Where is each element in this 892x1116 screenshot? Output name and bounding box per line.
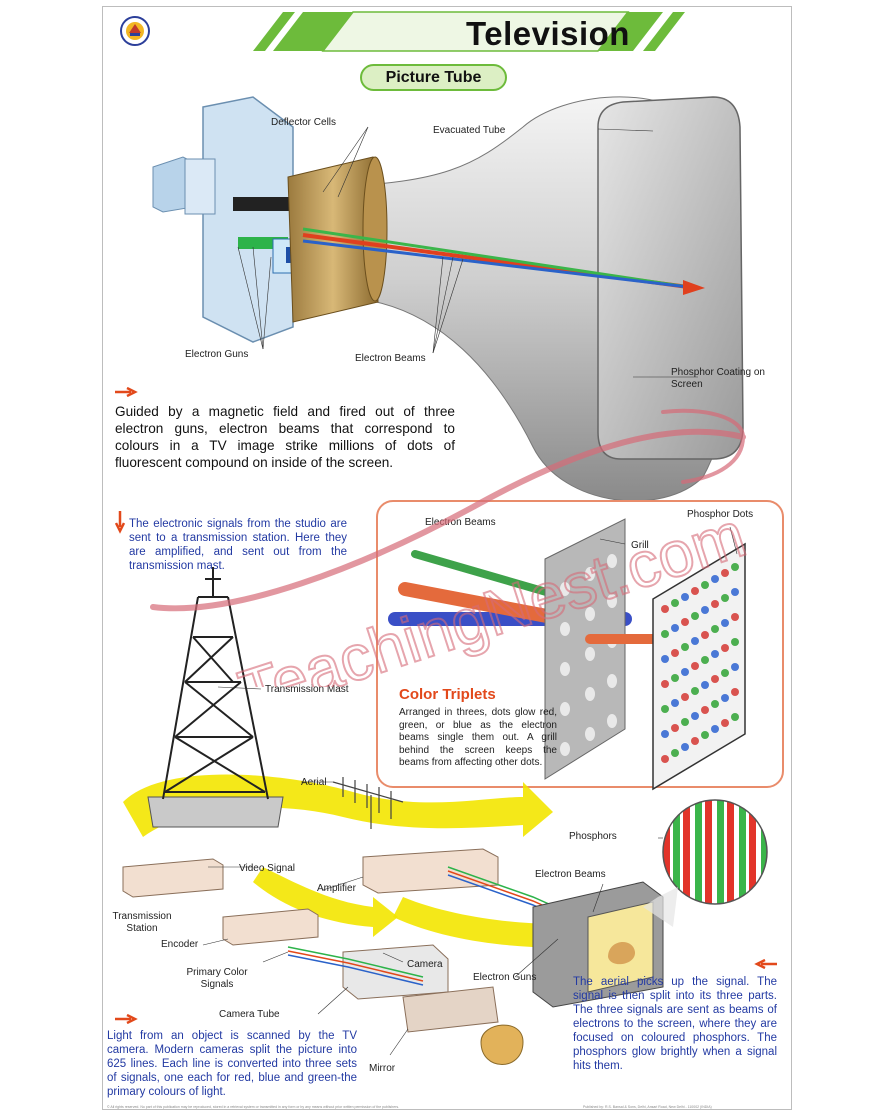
red-arrow-icon xyxy=(115,1014,138,1024)
publisher-emblem-icon xyxy=(120,16,150,46)
phosphor-dots-label: Phosphor Dots xyxy=(687,509,754,520)
transmission-mast-label: Transmission Mast xyxy=(265,684,349,695)
evacuated-tube-label: Evacuated Tube xyxy=(433,125,506,136)
footer-publisher: Published by: R.S. Bansal & Sons, Delhi,… xyxy=(583,1105,712,1109)
header-stripes xyxy=(253,11,685,52)
red-left-arrow-icon xyxy=(754,959,777,969)
electron-guns-label: Electron Guns xyxy=(185,349,249,360)
camera-description: Light from an object is scanned by the T… xyxy=(107,1030,357,1098)
chart-poster: Television Picture Tube xyxy=(102,6,792,1110)
red-arrow-icon xyxy=(115,387,138,397)
section-subtitle: Picture Tube xyxy=(360,64,507,91)
aerial-description: The aerial picks up the signal. The sign… xyxy=(573,976,777,1072)
grill-label: Grill xyxy=(631,540,649,551)
electron-beams-label: Electron Beams xyxy=(355,353,426,364)
page-title: Television xyxy=(466,15,630,52)
phosphors-label: Phosphors xyxy=(569,831,617,842)
color-triplets-description: Arranged in threes, dots glow red, green… xyxy=(399,707,557,768)
title-banner: Television xyxy=(353,13,743,55)
red-down-arrow-icon xyxy=(115,511,125,534)
transmission-station-label: Transmission Station xyxy=(112,911,172,934)
color-triplets-title: Color Triplets xyxy=(399,686,496,703)
mirror-label: Mirror xyxy=(369,1063,396,1074)
picture-tube-illustration xyxy=(152,96,744,502)
studio-description: The electronic signals from the studio a… xyxy=(129,518,347,572)
deflector-cells-label: Deflector Cells xyxy=(271,117,337,128)
phosphor-coating-label: Phosphor Coating on Screen xyxy=(671,367,765,390)
camera-label: Camera xyxy=(407,959,443,970)
aerial-label: Aerial xyxy=(301,777,327,788)
picture-tube-description: Guided by a magnetic field and fired out… xyxy=(115,404,455,470)
encoder-label: Encoder xyxy=(161,939,199,950)
footer-copyright: © All rights reserved. No part of this p… xyxy=(107,1105,400,1109)
tv-electron-guns-label: Electron Guns xyxy=(473,972,537,983)
camera-tube-label: Camera Tube xyxy=(219,1009,280,1020)
amplifier-label: Amplifier xyxy=(317,883,356,894)
triplets-electron-beams-label: Electron Beams xyxy=(425,517,496,528)
broadcast-diagram xyxy=(122,567,768,1065)
tv-electron-beams-label: Electron Beams xyxy=(535,869,606,880)
primary-color-signals-label: Primary Color Signals xyxy=(186,967,248,990)
video-signal-label: Video Signal xyxy=(239,863,295,874)
